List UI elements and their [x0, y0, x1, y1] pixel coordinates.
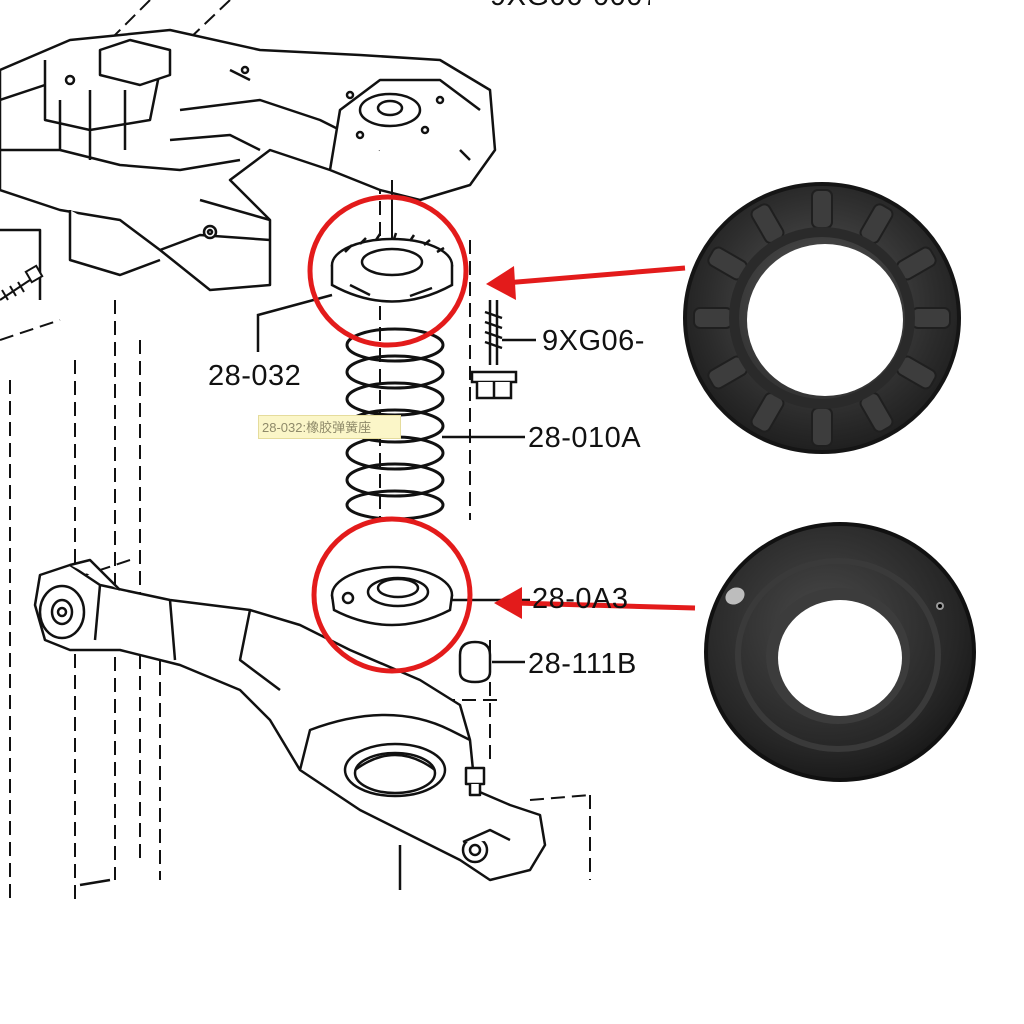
highlight-circle-lower — [311, 516, 473, 674]
highlight-circle-upper — [307, 194, 469, 348]
label-bump-stop: 28-111B — [528, 648, 637, 680]
label-coil-spring: 28-010A — [528, 422, 642, 454]
photo-lower-rubber-seat — [704, 522, 976, 782]
side-bolt — [0, 264, 44, 301]
bump-stop — [458, 640, 492, 684]
upper-subframe — [0, 28, 497, 300]
lower-spring-seat — [330, 565, 454, 627]
mounting-bolt — [470, 300, 518, 400]
lower-control-arm — [33, 558, 547, 890]
coil-spring — [345, 327, 445, 521]
label-bolt: 9XG06- — [542, 325, 645, 357]
label-upper-spring-seat: 28-032 — [208, 360, 302, 392]
highlight-circles — [307, 194, 473, 674]
red-arrows — [486, 265, 696, 619]
leader-lines — [256, 293, 536, 664]
arrow-upper — [504, 265, 686, 286]
part-tooltip: 28-032:橡胶弹簧座 — [258, 415, 401, 439]
label-top-partial: 9XG06-0007 — [490, 0, 650, 11]
arrow-lower — [514, 600, 696, 611]
label-lower-spring-seat: 28-0A3 — [532, 583, 629, 615]
photo-upper-rubber-seat — [683, 182, 961, 454]
upper-spring-seat — [330, 232, 454, 303]
